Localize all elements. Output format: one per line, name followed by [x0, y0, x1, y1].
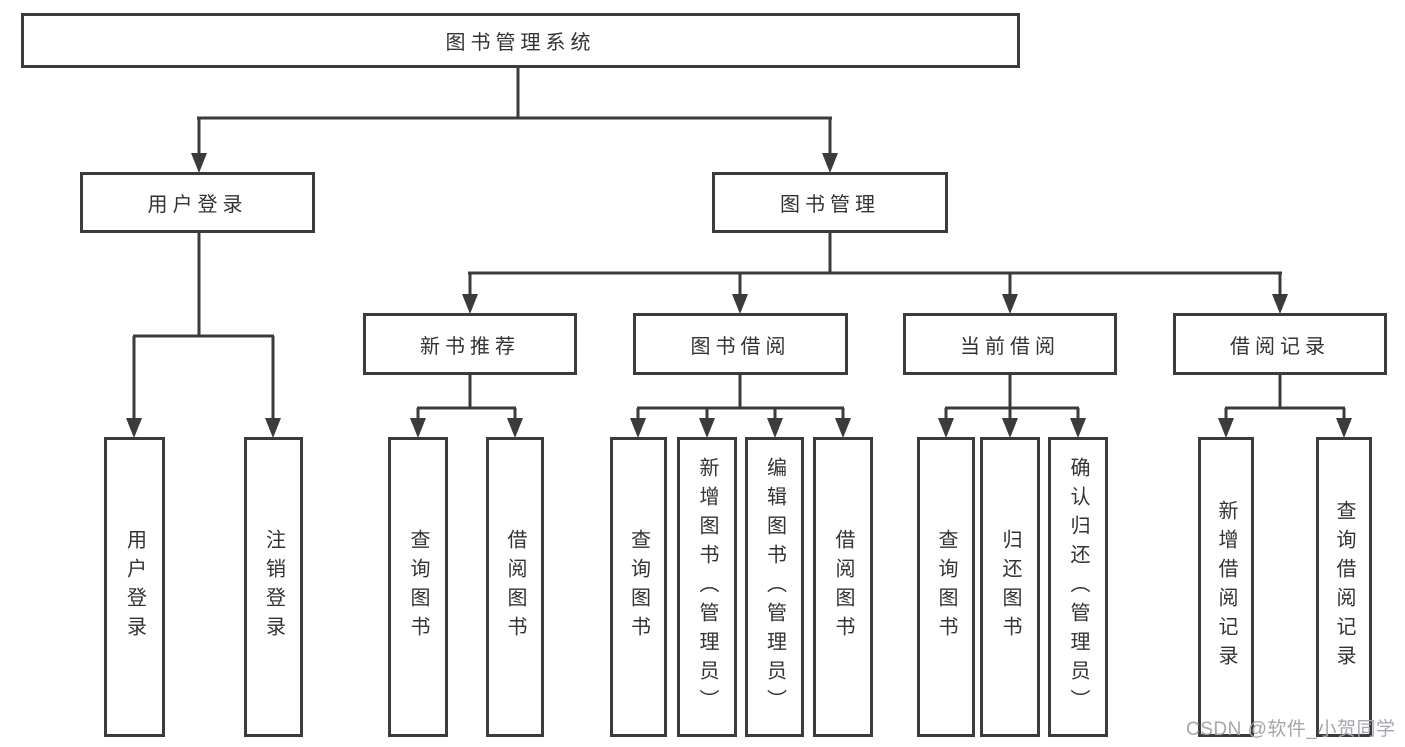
- node-user-login-label: 用户登录: [147, 194, 248, 216]
- node-root-label: 图书管理系统: [445, 32, 596, 54]
- node-book-management: 图书管理: [712, 172, 948, 233]
- leaf-query-book-recommend-label: 查询图书: [407, 529, 429, 645]
- leaf-confirm-return-admin-label: 确认归还（管理员）: [1067, 456, 1089, 718]
- leaf-edit-book-admin: 编辑图书（管理员）: [745, 437, 804, 737]
- node-new-book-recommend-label: 新书推荐: [420, 335, 520, 358]
- node-book-borrow: 图书借阅: [633, 313, 848, 375]
- leaf-user-login-label: 用户登录: [123, 529, 146, 645]
- leaf-add-book-admin: 新增图书（管理员）: [677, 437, 737, 737]
- arrowheads: [126, 153, 1352, 438]
- node-book-borrow-label: 图书借阅: [690, 335, 791, 358]
- node-user-login: 用户登录: [80, 172, 315, 233]
- leaf-query-book-current: 查询图书: [917, 437, 975, 737]
- leaf-user-login: 用户登录: [104, 437, 165, 737]
- node-current-borrow: 当前借阅: [903, 313, 1117, 375]
- leaf-add-borrow-record-label: 新增借阅记录: [1215, 500, 1237, 674]
- node-root: 图书管理系统: [21, 13, 1020, 68]
- node-current-borrow-label: 当前借阅: [960, 335, 1060, 358]
- node-borrow-records: 借阅记录: [1173, 313, 1387, 375]
- leaf-borrow-book-recommend: 借阅图书: [486, 437, 544, 737]
- leaf-logout-login: 注销登录: [244, 437, 303, 737]
- leaf-logout-login-label: 注销登录: [262, 529, 285, 645]
- leaf-return-book: 归还图书: [980, 437, 1040, 737]
- leaf-query-book-borrow: 查询图书: [610, 437, 667, 737]
- leaf-add-borrow-record: 新增借阅记录: [1198, 437, 1254, 737]
- leaf-query-book-recommend: 查询图书: [388, 437, 448, 737]
- leaf-edit-book-admin-label: 编辑图书（管理员）: [763, 456, 786, 718]
- node-new-book-recommend: 新书推荐: [363, 313, 577, 375]
- leaf-query-book-borrow-label: 查询图书: [627, 529, 650, 645]
- leaf-borrow-book: 借阅图书: [813, 437, 873, 737]
- leaf-confirm-return-admin: 确认归还（管理员）: [1048, 437, 1108, 737]
- node-book-management-label: 图书管理: [780, 194, 880, 216]
- watermark: CSDN @软件_小贺同学: [1186, 719, 1396, 740]
- leaf-query-borrow-record: 查询借阅记录: [1316, 437, 1372, 737]
- leaf-add-book-admin-label: 新增图书（管理员）: [696, 456, 718, 718]
- node-borrow-records-label: 借阅记录: [1230, 335, 1330, 358]
- leaf-query-borrow-record-label: 查询借阅记录: [1333, 500, 1355, 674]
- leaf-borrow-book-recommend-label: 借阅图书: [504, 529, 526, 645]
- leaf-query-book-current-label: 查询图书: [935, 529, 957, 645]
- leaf-return-book-label: 归还图书: [999, 529, 1021, 645]
- leaf-borrow-book-label: 借阅图书: [832, 529, 854, 645]
